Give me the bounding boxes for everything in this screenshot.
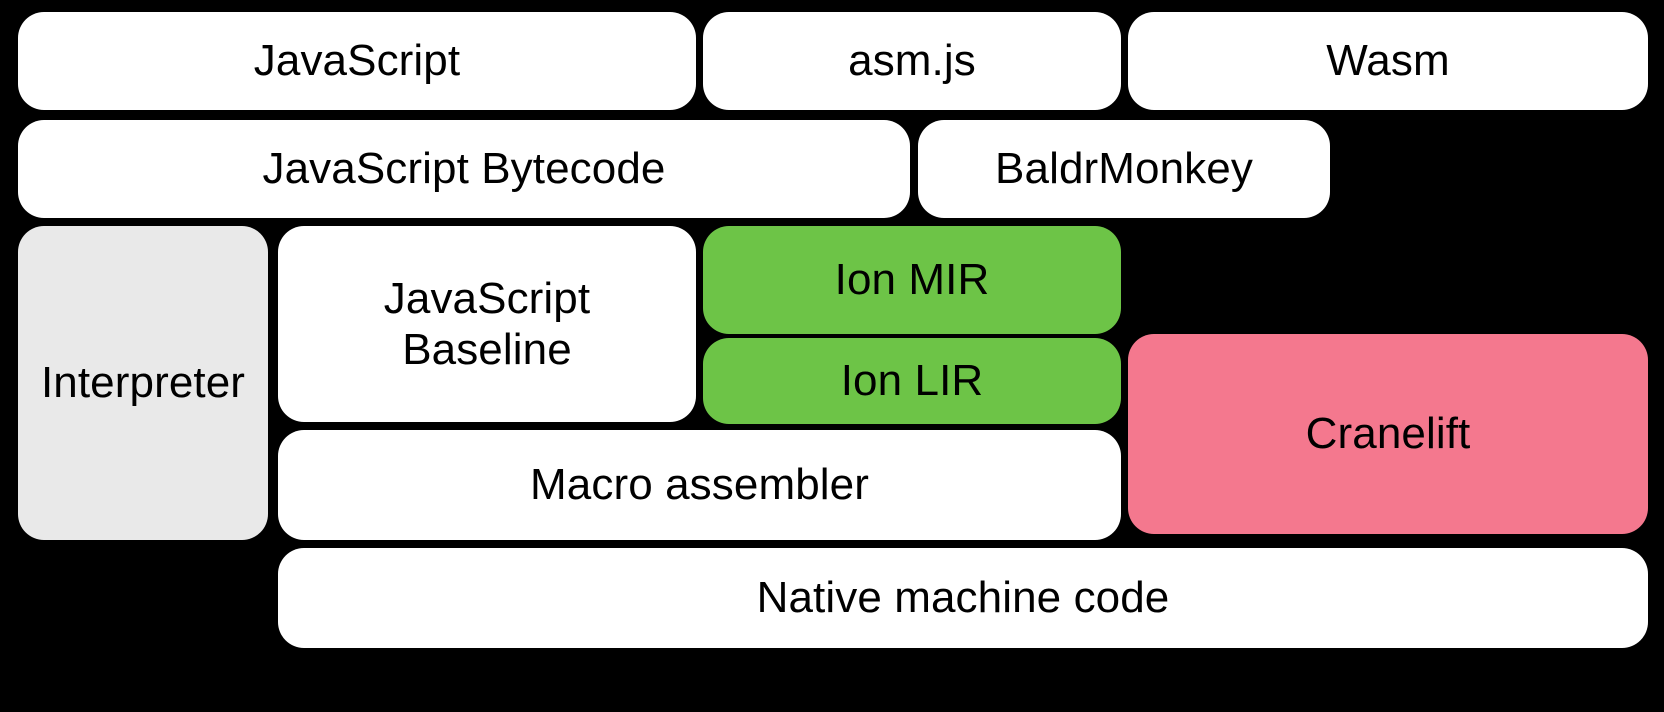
node-native-machine-code[interactable]: Native machine code xyxy=(278,548,1648,648)
node-asm-js[interactable]: asm.js xyxy=(703,12,1121,110)
node-wasm[interactable]: Wasm xyxy=(1128,12,1648,110)
node-javascript-baseline[interactable]: JavaScript Baseline xyxy=(278,226,696,422)
node-baldrmonkey[interactable]: BaldrMonkey xyxy=(918,120,1330,218)
node-macro-assembler[interactable]: Macro assembler xyxy=(278,430,1121,540)
node-javascript-bytecode[interactable]: JavaScript Bytecode xyxy=(18,120,910,218)
node-ion-lir[interactable]: Ion LIR xyxy=(703,338,1121,424)
node-interpreter[interactable]: Interpreter xyxy=(18,226,268,540)
node-cranelift[interactable]: Cranelift xyxy=(1128,334,1648,534)
node-ion-mir[interactable]: Ion MIR xyxy=(703,226,1121,334)
node-javascript[interactable]: JavaScript xyxy=(18,12,696,110)
